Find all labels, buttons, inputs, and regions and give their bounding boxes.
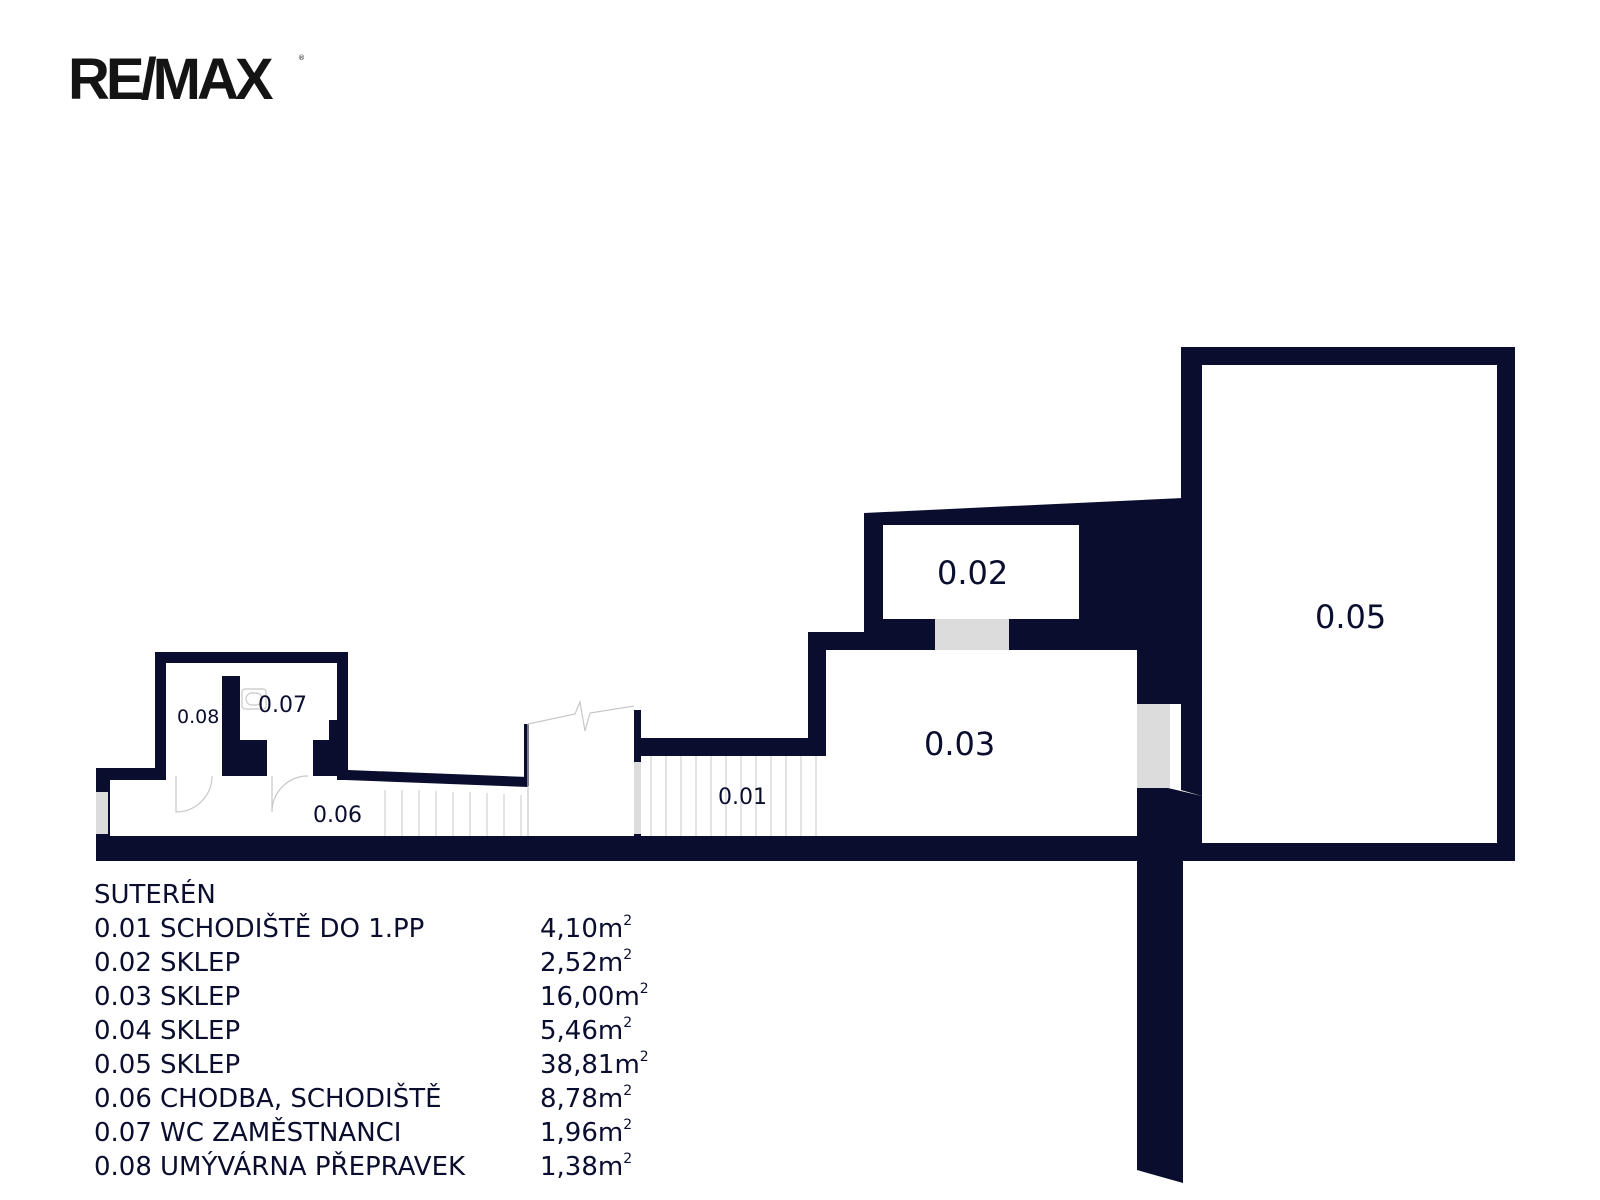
legend-area-value: 8,78 — [540, 1084, 598, 1114]
legend-room-code: 0.04 — [94, 1016, 152, 1046]
legend-room-name: SKLEP — [160, 948, 241, 978]
legend-room-name: WC ZAMĚSTNANCI — [160, 1118, 402, 1148]
legend-row: 0.06 CHODBA, SCHODIŠTĚ 8,78m2 — [94, 1082, 734, 1116]
legend-room-name: CHODBA, SCHODIŠTĚ — [160, 1084, 442, 1114]
legend-room-area: 1,38m2 — [540, 1150, 632, 1184]
room-label-007: 0.07 — [258, 693, 307, 718]
openings — [96, 619, 1170, 834]
legend-room-code: 0.03 — [94, 982, 152, 1012]
legend-area-exponent: 2 — [639, 981, 649, 997]
legend-room-code: 0.08 — [94, 1152, 152, 1182]
legend-room-area: 38,81m2 — [540, 1048, 649, 1082]
wall-stub — [524, 724, 529, 786]
legend-room-area: 1,96m2 — [540, 1116, 632, 1150]
legend-room-code: 0.05 — [94, 1050, 152, 1080]
room-label-002: 0.02 — [937, 554, 1008, 592]
legend-room-name: SKLEP — [160, 982, 241, 1012]
door-008 — [175, 775, 213, 813]
wall-corridor-top — [96, 652, 528, 790]
legend-row: 0.08 UMÝVÁRNA PŘEPRAVEK 1,38m2 — [94, 1150, 734, 1184]
legend-area-value: 2,52 — [540, 948, 598, 978]
legend-room-name: SKLEP — [160, 1050, 241, 1080]
room-007-entry — [267, 740, 313, 790]
wall-thick — [1137, 347, 1202, 696]
legend-area-unit: m — [614, 1050, 640, 1080]
rooms — [110, 365, 1497, 843]
legend-area-value: 4,10 — [540, 914, 598, 944]
legend-area-exponent: 2 — [623, 1083, 633, 1099]
legend-area-unit: m — [597, 1016, 624, 1046]
room-label-001: 0.01 — [718, 785, 767, 810]
door-007 — [271, 775, 309, 813]
legend-room-code: 0.02 — [94, 948, 152, 978]
wc-fixture — [241, 688, 267, 710]
room-002-floor — [883, 525, 1079, 619]
legend-title: SUTERÉN — [94, 880, 216, 910]
legend-row: 0.02 SKLEP 2,52m2 — [94, 946, 734, 980]
room-label-006: 0.06 — [313, 803, 362, 828]
legend-area-exponent: 2 — [623, 947, 633, 963]
opening-middle — [634, 762, 641, 834]
room-008-floor — [170, 673, 222, 776]
room-005-floor — [1202, 365, 1497, 843]
wall-wc-divider — [222, 676, 240, 776]
legend-area-value: 16,00 — [540, 982, 615, 1012]
legend-area-value: 1,38 — [540, 1152, 598, 1182]
legend-room-code: 0.06 — [94, 1084, 152, 1114]
legend-row: 0.04 SKLEP 5,46m2 — [94, 1014, 734, 1048]
room-label-008: 0.08 — [177, 706, 219, 728]
legend-area-unit: m — [597, 948, 624, 978]
legend-room-area: 5,46m2 — [540, 1014, 632, 1048]
room-label-005: 0.05 — [1315, 598, 1386, 636]
legend-room-name: UMÝVÁRNA PŘEPRAVEK — [160, 1152, 466, 1182]
legend-room-code: 0.01 — [94, 914, 152, 944]
opening-left — [96, 792, 108, 834]
legend-area-unit: m — [597, 1152, 624, 1182]
legend-area-exponent: 2 — [639, 1049, 649, 1065]
wall-divider-lower — [1137, 788, 1202, 843]
legend-area-exponent: 2 — [623, 1151, 633, 1167]
wall-core — [641, 498, 1183, 1183]
stair-006 — [384, 790, 522, 836]
doors — [175, 775, 309, 813]
legend-area-value: 1,96 — [540, 1118, 598, 1148]
legend-row: 0.03 SKLEP 16,00m2 — [94, 980, 734, 1014]
legend-room-area: 16,00m2 — [540, 980, 649, 1014]
room-006-floor — [110, 780, 528, 836]
legend-row: 0.07 WC ZAMĚSTNANCI 1,96m2 — [94, 1116, 734, 1150]
wall-divider-upper — [1137, 650, 1183, 704]
stair-001 — [650, 756, 817, 836]
logo-wordmark: RE/MAX — [68, 47, 274, 112]
legend-area-exponent: 2 — [623, 1117, 633, 1133]
room-001-floor — [641, 756, 826, 836]
break-line — [527, 699, 635, 836]
legend-area-value: 5,46 — [540, 1016, 598, 1046]
room-003-floor — [826, 650, 1137, 836]
legend-area-unit: m — [597, 1118, 624, 1148]
legend-room-name: SKLEP — [160, 1016, 241, 1046]
legend-row: 0.01 SCHODIŠTĚ DO 1.PP 4,10m2 — [94, 912, 734, 946]
remax-logo: RE/MAX ® — [68, 50, 308, 110]
legend-room-name: SCHODIŠTĚ DO 1.PP — [160, 914, 425, 944]
legend-area-exponent: 2 — [623, 913, 633, 929]
legend-area-unit: m — [614, 982, 640, 1012]
legend-room-area: 4,10m2 — [540, 912, 632, 946]
legend-area-unit: m — [597, 1084, 624, 1114]
legend-room-code: 0.07 — [94, 1118, 152, 1148]
legend-area-unit: m — [597, 914, 624, 944]
legend-area-exponent: 2 — [623, 1015, 633, 1031]
legend-area-value: 38,81 — [540, 1050, 615, 1080]
opening-003-005 — [1137, 704, 1170, 788]
legend-room-area: 8,78m2 — [540, 1082, 632, 1116]
legend-room-area: 2,52m2 — [540, 946, 632, 980]
legend-row: 0.05 SKLEP 38,81m2 — [94, 1048, 734, 1082]
room-007-floor — [240, 676, 329, 740]
registered-mark: ® — [298, 54, 305, 62]
room-label-003: 0.03 — [924, 725, 995, 763]
opening-002-003 — [935, 619, 1009, 650]
wall-wc-pier — [240, 740, 267, 776]
